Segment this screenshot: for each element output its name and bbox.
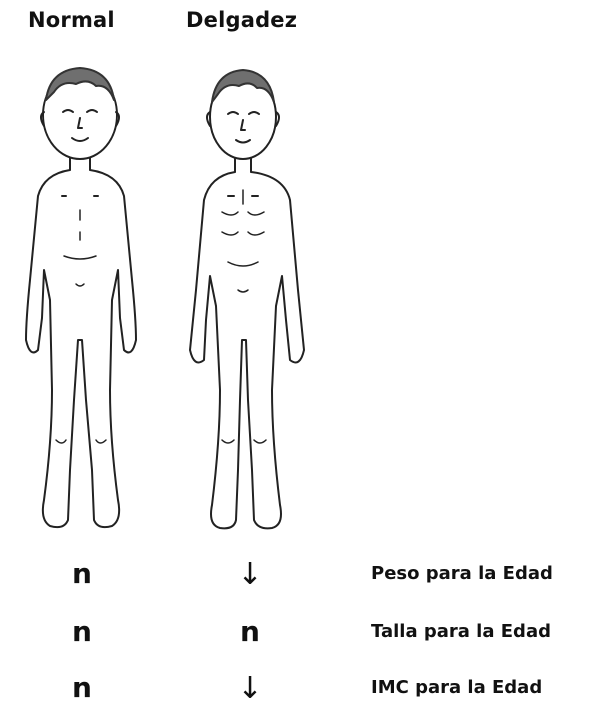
normal-bmi-marker: n [52, 674, 112, 702]
row-label-bmi-for-age: IMC para la Edad [371, 677, 542, 698]
normal-child-figure [26, 68, 136, 527]
thin-child-figure [190, 70, 304, 528]
normal-weight-marker: n [52, 560, 112, 588]
thin-height-marker: n [220, 618, 280, 646]
thin-weight-arrow: ↓ [220, 560, 280, 590]
row-label-height-for-age: Talla para la Edad [371, 621, 551, 642]
thin-bmi-arrow: ↓ [220, 674, 280, 704]
normal-height-marker: n [52, 618, 112, 646]
row-label-weight-for-age: Peso para la Edad [371, 563, 553, 584]
